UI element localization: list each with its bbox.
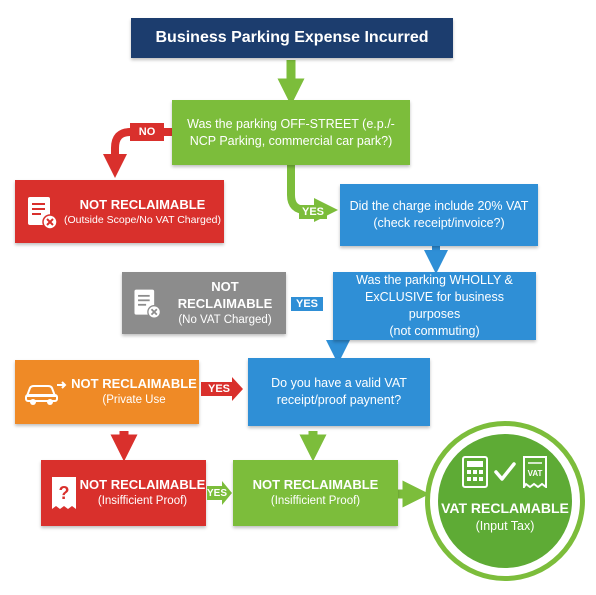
outcome5-note: (Insifficient Proof) <box>270 495 361 508</box>
outcome3-note: (Private Use <box>102 394 166 407</box>
arrow-q1-yes <box>287 165 338 222</box>
q3-line3: (not commuting) <box>389 323 480 338</box>
title-text: Business Parking Expense Incurred <box>155 29 429 47</box>
calculator-icon <box>462 456 488 488</box>
outcome2-note: (No VAT Charged) <box>178 313 272 326</box>
arrow-q1-no <box>103 128 172 178</box>
yes-tag-q3: YES <box>291 297 323 311</box>
outcome-outside-scope: NOT RECLAIMABLE (Outside Scope/No VAT Ch… <box>15 180 224 243</box>
outcome-insufficient-proof-red: ? NOT RECLAIMABLE (Insifficient Proof) <box>41 460 206 526</box>
outcome1-note: (Outside Scope/No VAT Charged) <box>64 214 221 227</box>
yes-tag-o5: YES <box>206 487 227 499</box>
outcome-no-vat: NOT RECLAIMABLE (No VAT Charged) <box>122 272 286 334</box>
outcome1-label: NOT RECLAIMABLE <box>79 196 206 212</box>
yes-tag-q4: YES <box>207 383 230 395</box>
vat-receipt-icon: VAT <box>523 456 547 488</box>
q4-line1: Do you have a valid VAT <box>271 376 407 391</box>
outcome2-label: NOT RECLAIMABLE <box>177 278 273 312</box>
final-vat-reclaimable: VAT VAT RECLAMABLE (Input Tax) <box>425 421 585 581</box>
final-note: (Input Tax) <box>475 519 535 533</box>
question-wholly-exclusive: Was the parking WHOLLY & ExCLUSIVE for b… <box>333 272 536 340</box>
yes-tag-q1: YES <box>299 205 327 219</box>
q2-line1: Did the charge include 20% VAT <box>349 199 529 214</box>
vat-receipt-text: VAT <box>528 469 543 478</box>
q3-line1: Was the parking WHOLLY & <box>356 273 513 288</box>
question-offstreet: Was the parking OFF-STREET (e.p./- NCP P… <box>172 100 410 165</box>
checkmark-icon <box>494 462 516 481</box>
q2-line2: (check receipt/invoice?) <box>373 216 505 230</box>
no-tag: NO <box>130 123 164 141</box>
q3-line2: ExCLUSIVE for business purposes <box>365 290 504 321</box>
outcome-insufficient-proof-green: NOT RECLAIMABLE (Insifficient Proof) <box>233 460 398 526</box>
outcome-private-use: NOT RECLAIMABLE (Private Use <box>15 360 199 424</box>
question-receipt-icon: ? <box>52 477 76 509</box>
outcome3-label: NOT RECLAIMABLE <box>71 376 197 392</box>
svg-text:?: ? <box>59 483 70 503</box>
outcome5-label: NOT RECLAIMABLE <box>252 477 379 493</box>
receipt-x-icon <box>28 196 58 230</box>
receipt-x-icon <box>134 289 162 319</box>
outcome4-label: NOT RECLAIMABLE <box>79 477 206 493</box>
car-arrow-icon <box>25 381 67 405</box>
title-box: Business Parking Expense Incurred <box>131 18 453 58</box>
question-vat-charged: Did the charge include 20% VAT (check re… <box>340 184 538 246</box>
outcome4-note: (Insifficient Proof) <box>97 495 188 508</box>
q1-line2: NCP Parking, commercial car park?) <box>189 133 393 148</box>
q1-line1: Was the parking OFF-STREET (e.p./- <box>187 116 395 131</box>
q4-line2: receipt/proof paynent? <box>276 393 402 407</box>
question-valid-receipt: Do you have a valid VAT receipt/proof pa… <box>248 358 430 426</box>
final-label: VAT RECLAMABLE <box>441 500 569 516</box>
